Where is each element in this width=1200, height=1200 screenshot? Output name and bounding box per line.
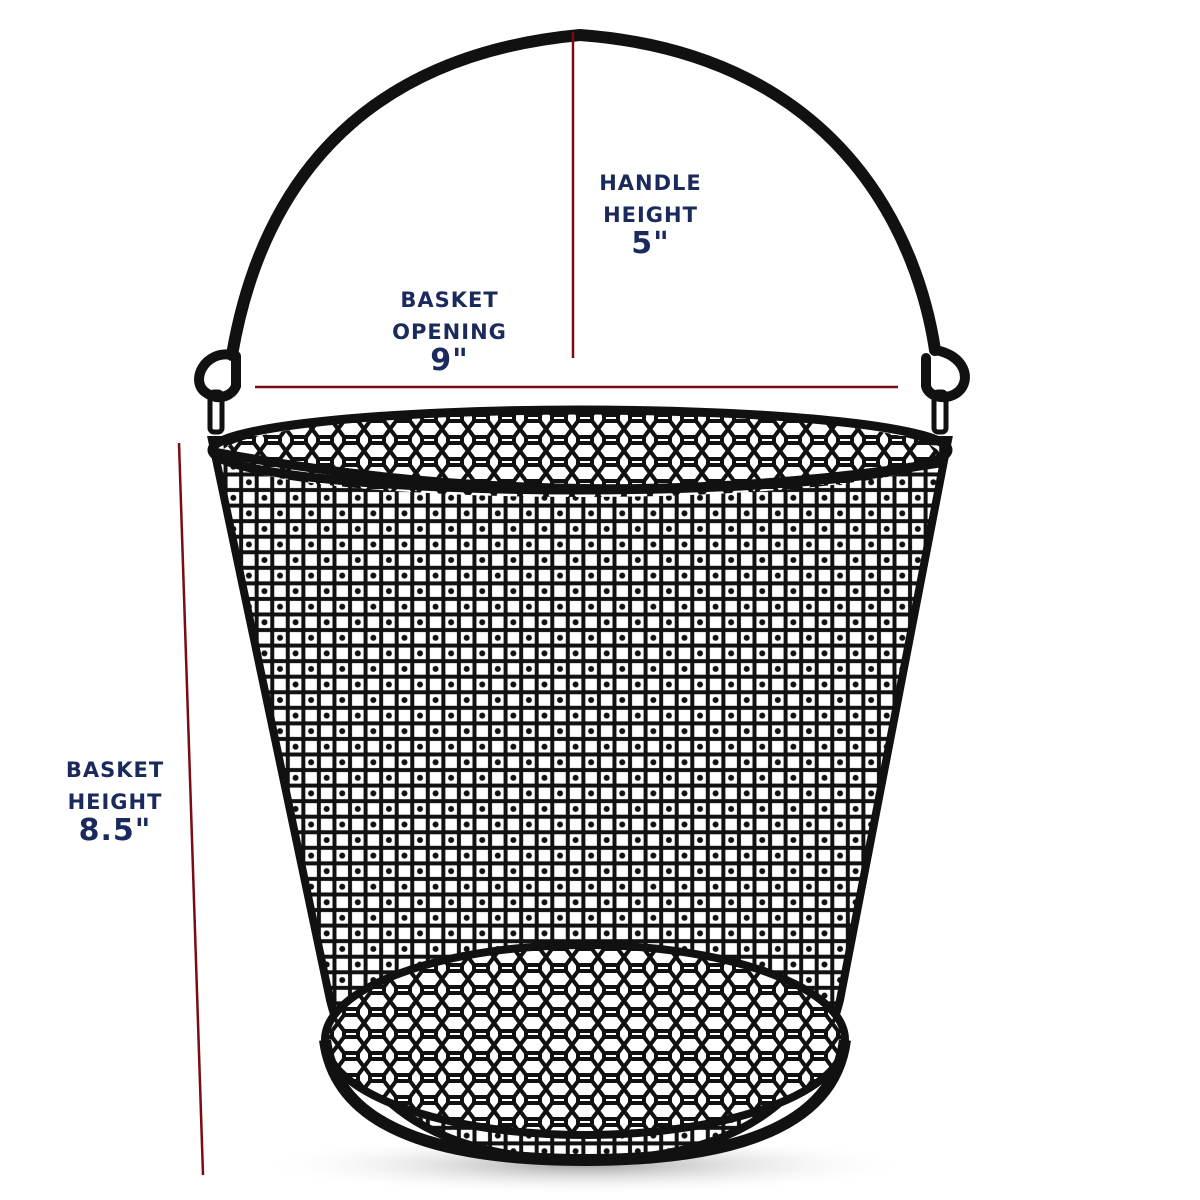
handle-height-value: 5" [631,226,670,261]
right-handle-hook-icon [921,345,970,435]
handle-height-label: Handle Height 5" [578,165,723,260]
basket-bottom-ring [321,941,849,1139]
basket-opening-line1: Basket [400,280,499,315]
handle-height-line1: Handle [599,163,702,198]
basket-height-line1: Basket [65,750,165,785]
basket-opening-value: 9" [430,343,469,378]
basket-opening-line2: Opening [392,311,507,347]
basket-body [207,405,953,1167]
basket-height-line2: Height [67,781,163,817]
handle-height-line2: Height [603,194,698,230]
basket-handle [226,28,941,361]
basket-height-value: 8.5" [78,813,152,848]
basket-height-dimension-line [177,442,205,1176]
left-handle-hook-icon [194,349,241,435]
basket-height-label: Basket Height 8.5" [40,752,190,847]
basket-opening-label: Basket Opening 9" [362,282,537,377]
